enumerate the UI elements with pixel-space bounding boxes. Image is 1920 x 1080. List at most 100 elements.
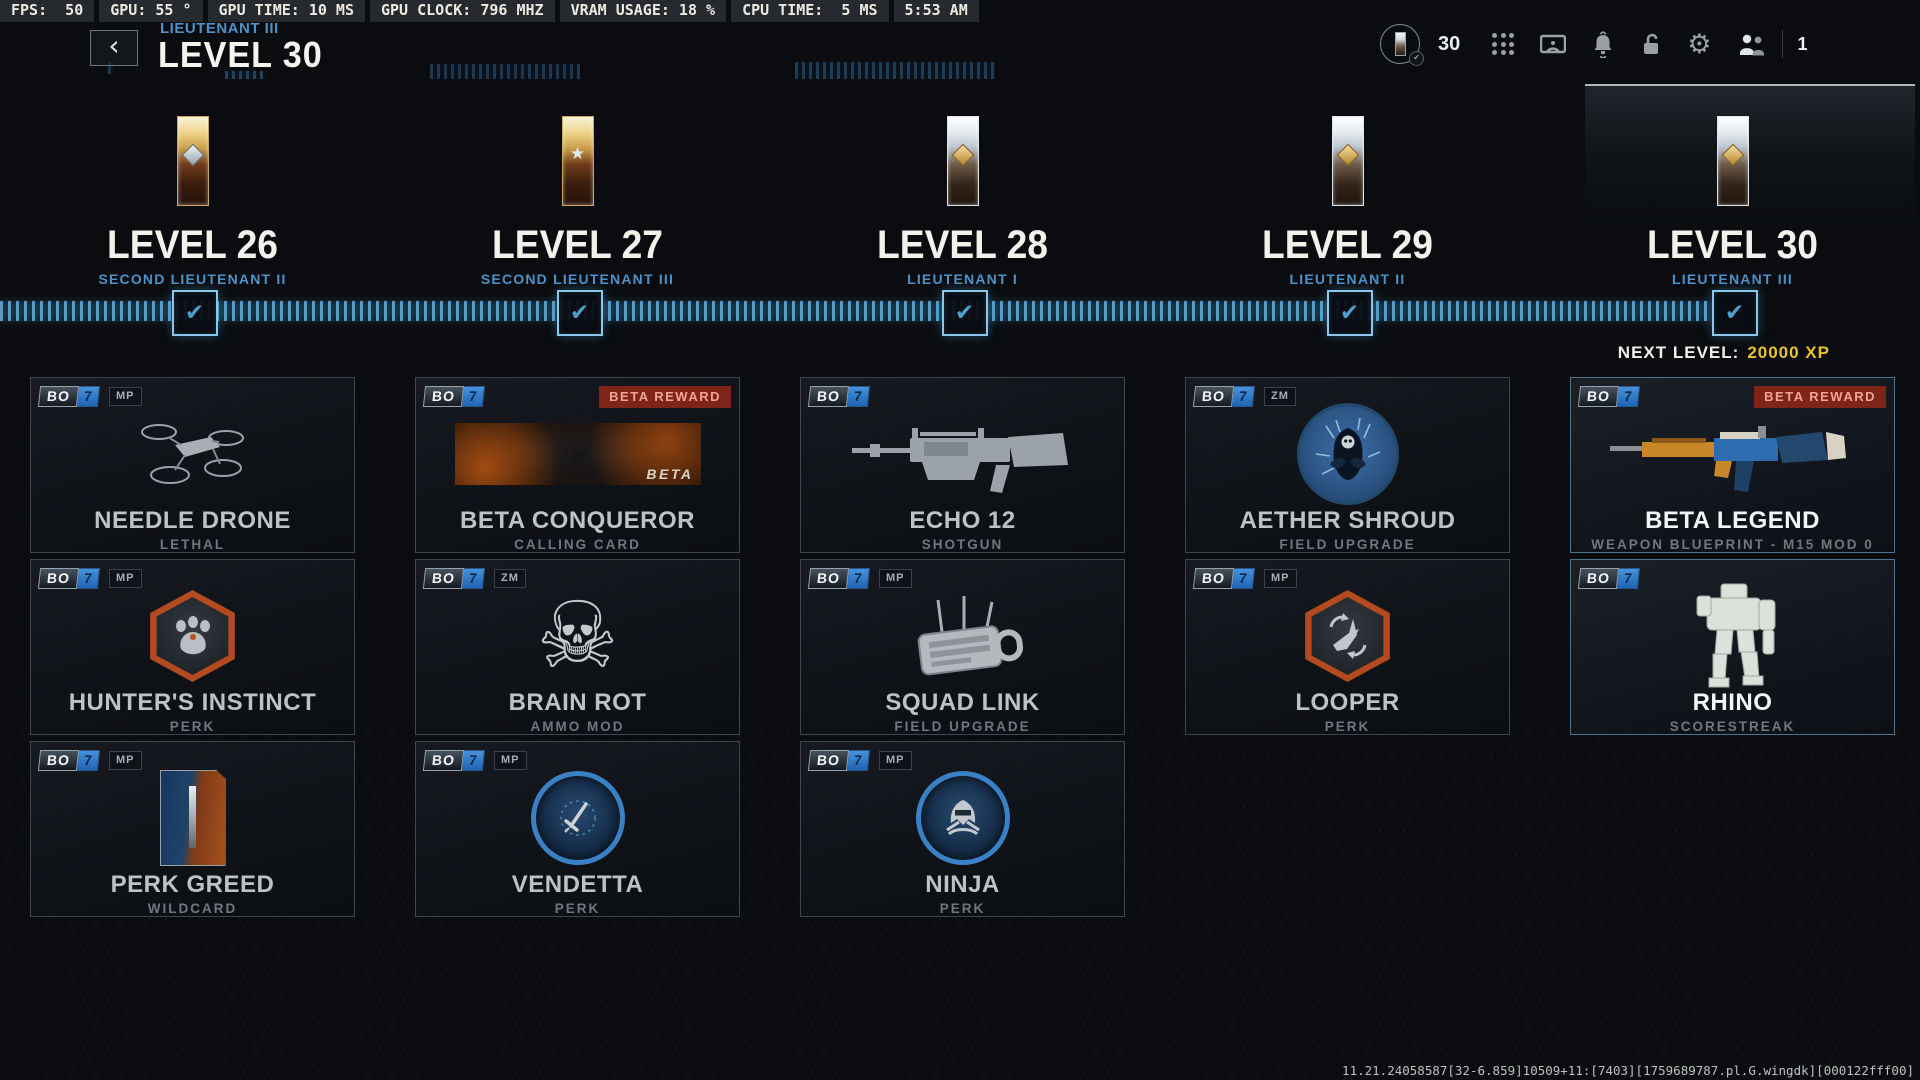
page-title: LEVEL 30 (158, 34, 323, 75)
notifications-bell-icon[interactable] (1592, 30, 1614, 58)
rank-insignia-icon (1331, 116, 1364, 206)
reward-type: CALLING CARD (514, 537, 641, 552)
level-complete-checkbox: ✔ (1711, 290, 1758, 336)
photo-mode-icon[interactable] (1540, 34, 1567, 55)
level-label: LEVEL 29 (1262, 223, 1433, 267)
level-column: LEVEL 29 LIEUTENANT II (1185, 116, 1510, 287)
reward-title: NINJA (925, 871, 1000, 898)
needle-drone-icon (31, 404, 354, 504)
checkmark-icon: ✔ (954, 300, 975, 326)
reward-title: BETA CONQUEROR (460, 507, 695, 534)
reward-type: PERK (554, 901, 601, 916)
level-rank-name: LIEUTENANT II (1289, 271, 1406, 287)
diamond-symbol-icon (951, 143, 974, 167)
reward-title: PERK GREED (110, 871, 275, 898)
level-column: LEVEL 26 SECOND LIEUTENANT II (30, 116, 355, 287)
settings-gear-icon[interactable]: ⚙ (1687, 28, 1712, 60)
next-level-label: NEXT LEVEL: (1617, 343, 1740, 362)
reward-type: FIELD UPGRADE (894, 719, 1031, 734)
stat-segment: GPU CLOCK: 796 MHZ (370, 0, 555, 22)
mode-tag: MP (879, 569, 912, 588)
calling-card-icon: BETA (416, 404, 739, 504)
next-level-indicator: NEXT LEVEL: 20000 XP (1500, 343, 1830, 363)
checkmark-icon: ✔ (184, 300, 205, 326)
hud-icon-bar: ✔ 30 ⚙ 1 (1380, 24, 1807, 66)
apps-grid-icon[interactable] (1492, 33, 1515, 55)
rank-insignia-icon (946, 116, 979, 206)
reward-type: SCORESTREAK (1669, 719, 1796, 734)
reward-title: AETHER SHROUD (1239, 507, 1456, 534)
aether-shroud-icon (1186, 403, 1509, 505)
level-rank-name: SECOND LIEUTENANT II (98, 271, 287, 287)
mode-tag: MP (109, 751, 142, 770)
rank-insignia-icon (1716, 116, 1749, 206)
next-level-xp-value: 20000 XP (1747, 343, 1830, 362)
checkmark-badge-icon: ✔ (1409, 51, 1424, 66)
mode-tag: MP (1264, 569, 1297, 588)
level-label: LEVEL 26 (107, 223, 278, 267)
reward-title: HUNTER'S INSTINCT (68, 689, 317, 716)
level-label: LEVEL 27 (492, 223, 663, 267)
diamond-symbol-icon (181, 143, 204, 167)
vendetta-icon (416, 768, 739, 868)
reward-type: FIELD UPGRADE (1279, 537, 1416, 552)
level-rank-name: SECOND LIEUTENANT III (480, 271, 675, 287)
ninja-icon (801, 768, 1124, 868)
build-version-string: 11.21.24058587[32-6.859]10509+11:[7403][… (1342, 1063, 1914, 1078)
reward-type: PERK (1324, 719, 1371, 734)
beta-reward-banner: BETA REWARD (1754, 386, 1886, 408)
social-friends-icon[interactable] (1737, 32, 1766, 57)
wildcard-art-icon (31, 768, 354, 868)
blueprint-gun-icon (1571, 404, 1894, 504)
shotgun-icon (801, 404, 1124, 504)
reward-title: BRAIN ROT (508, 689, 647, 716)
reward-title: BETA LEGEND (1645, 507, 1820, 534)
mode-tag: ZM (494, 569, 526, 588)
player-rank-emblem[interactable]: ✔ (1380, 24, 1424, 66)
reward-type: SHOTGUN (921, 537, 1004, 552)
current-level-highlight-panel (1585, 84, 1915, 236)
player-level-value: 30 (1438, 32, 1461, 55)
checkmark-icon: ✔ (1724, 300, 1745, 326)
level-complete-checkbox: ✔ (1326, 290, 1373, 336)
current-rank-subtitle: LIEUTENANT III (160, 20, 279, 37)
level-column: ★ LEVEL 27 SECOND LIEUTENANT III (415, 116, 740, 287)
reward-type: AMMO MOD (530, 719, 625, 734)
stat-segment: FPS: 50 (0, 0, 95, 22)
mode-tag: MP (879, 751, 912, 770)
reward-title: RHINO (1692, 689, 1773, 716)
level-complete-checkbox: ✔ (171, 290, 218, 336)
mode-tag: MP (494, 751, 527, 770)
chevron-left-icon: ‹ (108, 29, 120, 62)
star-symbol-icon: ★ (569, 143, 586, 164)
reward-title: VENDETTA (511, 871, 644, 898)
mode-tag: MP (109, 569, 142, 588)
rank-insignia-icon: ★ (561, 116, 594, 206)
skull-icon: ☠ (536, 582, 619, 689)
back-button[interactable]: ‹ (90, 30, 138, 66)
reward-type: WILDCARD (147, 901, 238, 916)
rank-insignia-icon (176, 116, 209, 206)
unlocked-padlock-icon[interactable] (1640, 32, 1661, 57)
level-rank-name: LIEUTENANT III (1671, 271, 1794, 287)
diamond-symbol-icon (1721, 143, 1744, 167)
reward-title: SQUAD LINK (885, 689, 1040, 716)
level-complete-checkbox: ✔ (556, 290, 603, 336)
reward-type: PERK (169, 719, 216, 734)
glitch-decoration (430, 64, 580, 79)
